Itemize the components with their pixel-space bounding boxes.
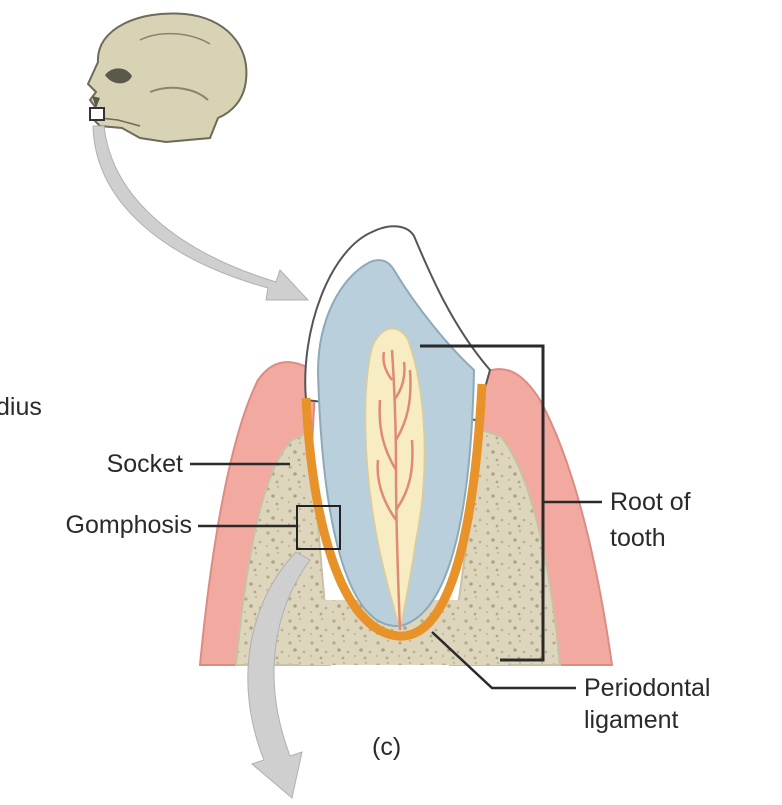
skull-icon — [88, 13, 246, 142]
cut-off-label: dius — [0, 393, 42, 421]
periodontal-ligament-label-line2: ligament — [584, 706, 679, 734]
periodontal-ligament-label-line1: Periodontal — [584, 674, 710, 702]
panel-label: (c) — [372, 733, 401, 761]
pointer-arrow-in — [93, 126, 308, 300]
tooth-locator-box — [90, 108, 104, 120]
root-of-tooth-label-line1: Root of — [610, 488, 691, 516]
gomphosis-label: Gomphosis — [66, 511, 192, 539]
root-of-tooth-label-line2: tooth — [610, 524, 666, 552]
socket-label: Socket — [107, 450, 183, 478]
